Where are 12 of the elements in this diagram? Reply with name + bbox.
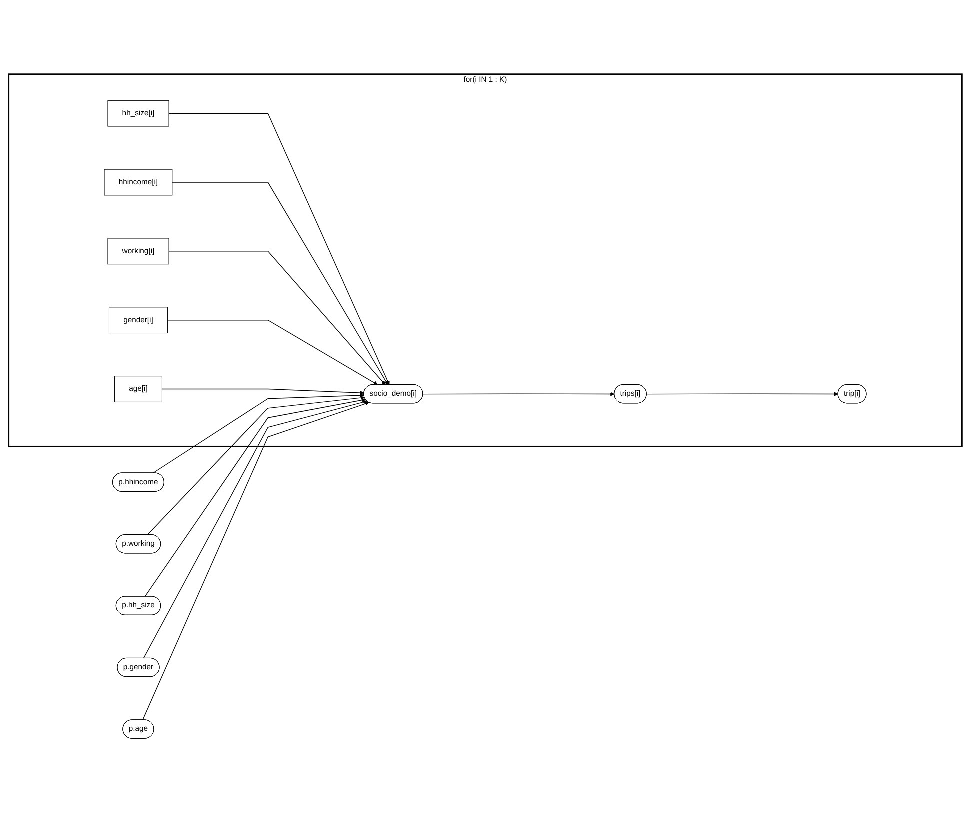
arrow (162, 388, 364, 396)
arrow (147, 396, 365, 536)
arrow (168, 251, 386, 386)
arrow (144, 398, 366, 598)
arrow (142, 402, 370, 721)
arrow (646, 392, 838, 396)
arrow (422, 392, 615, 396)
arrow (143, 400, 368, 659)
arrow (168, 113, 390, 386)
arrow (167, 320, 378, 386)
arrow (172, 182, 388, 386)
arrow (152, 393, 364, 474)
